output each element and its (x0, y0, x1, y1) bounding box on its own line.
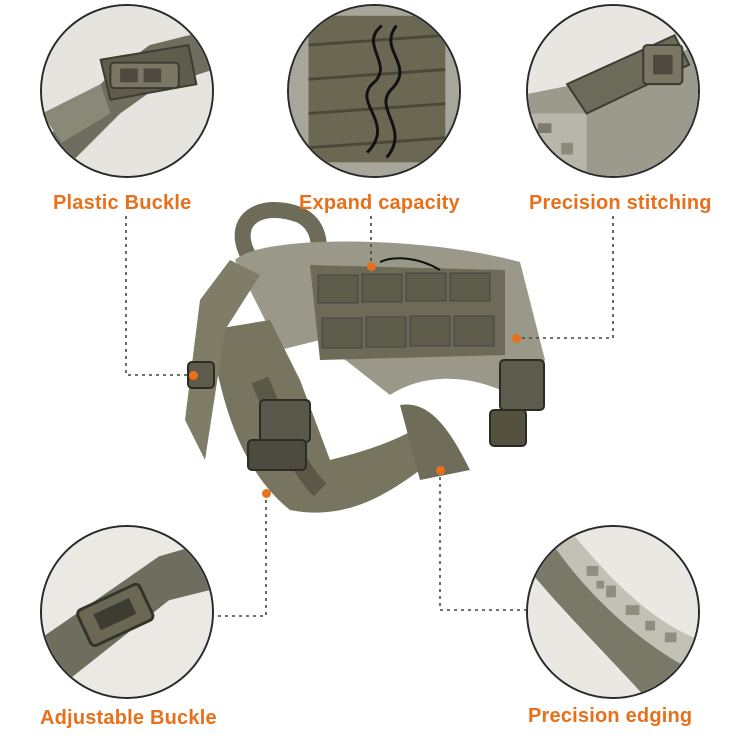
adjustable-buckle-zoom (40, 525, 214, 699)
plastic-buckle-zoom (40, 4, 214, 178)
marker-dot-adjustable-buckle (262, 489, 271, 498)
label-precision-stitching: Precision stitching (529, 192, 712, 214)
label-expand-capacity: Expand capacity (299, 192, 460, 214)
precision-edging-zoom (526, 525, 700, 699)
label-adjustable-buckle: Adjustable Buckle (40, 707, 217, 729)
label-plastic-buckle: Plastic Buckle (53, 192, 192, 214)
marker-dot-precision-edging (436, 466, 445, 475)
marker-dot-plastic-buckle (189, 371, 198, 380)
expand-capacity-zoom (287, 4, 461, 178)
marker-dot-expand-capacity (367, 262, 376, 271)
marker-dot-precision-stitching (512, 334, 521, 343)
label-precision-edging: Precision edging (528, 705, 693, 727)
precision-stitching-zoom (526, 4, 700, 178)
